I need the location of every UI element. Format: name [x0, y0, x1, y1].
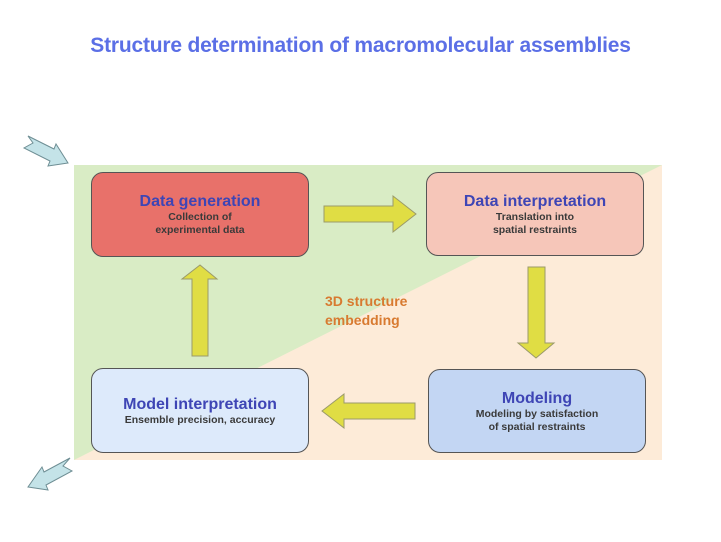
center-label: 3D structure embedding	[325, 292, 407, 330]
arrow-interpretation-to-modeling	[516, 266, 556, 359]
data-generation-line1: Collection of	[168, 211, 232, 223]
arrow-modeling-to-model-interpretation	[321, 392, 416, 430]
modeling-heading: Modeling	[501, 389, 573, 407]
model-interpretation-line1: Ensemble precision, accuracy	[124, 413, 276, 426]
data-generation-line2: experimental data	[155, 224, 245, 236]
arrow-generation-to-interpretation	[323, 194, 417, 234]
data-generation-heading: Data generation	[139, 193, 261, 210]
model-interpretation-heading: Model interpretation	[123, 395, 277, 413]
data-interpretation-heading: Data interpretation	[463, 192, 607, 210]
entry-arrow-icon	[22, 135, 69, 167]
arrow-model-interpretation-to-generation	[180, 264, 219, 357]
model-interpretation-box: Model interpretation Ensemble precision,…	[91, 368, 309, 453]
modeling-box: Modeling Modeling by satisfaction of spa…	[428, 369, 646, 453]
data-interpretation-line1: Translation into	[495, 210, 575, 223]
data-interpretation-line2: spatial restraints	[492, 223, 578, 236]
center-label-line2: embedding	[325, 312, 400, 328]
data-generation-box: Data generation Collection of experiment…	[91, 172, 309, 257]
modeling-line2: of spatial restraints	[488, 420, 586, 433]
modeling-line1: Modeling by satisfaction	[475, 407, 599, 420]
page-title: Structure determination of macromolecula…	[90, 34, 631, 57]
data-interpretation-box: Data interpretation Translation into spa…	[426, 172, 644, 256]
center-label-line1: 3D structure	[325, 293, 408, 309]
exit-arrow-icon	[27, 457, 74, 491]
